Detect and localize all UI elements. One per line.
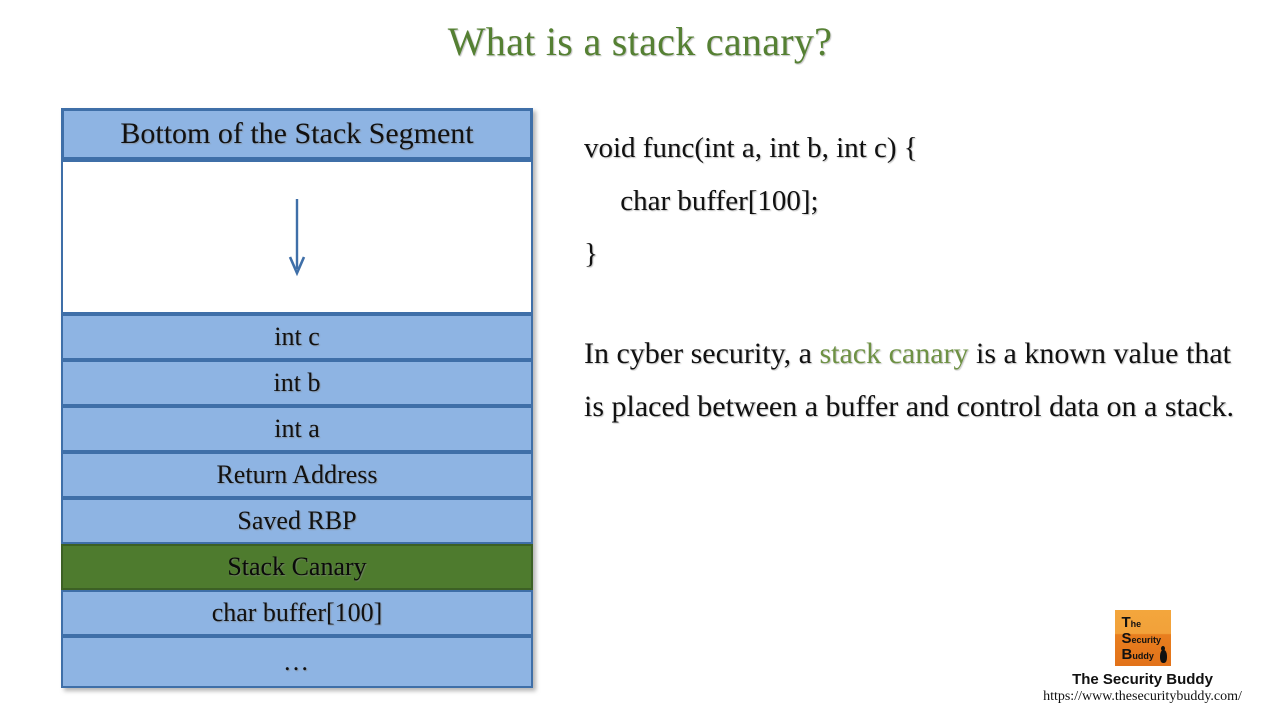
stack-row-label: Stack Canary: [227, 552, 367, 581]
stack-row-ellipsis: …: [61, 636, 533, 688]
code-line-3: }: [584, 238, 598, 270]
logo-rest-ecurity: ecurity: [1131, 635, 1162, 645]
stack-row-saved-rbp: Saved RBP: [61, 498, 533, 544]
stack-row-label: …: [283, 647, 311, 676]
description-paragraph: In cyber security, a stack canary is a k…: [584, 327, 1256, 433]
code-sample: void func(int a, int b, int c) { char bu…: [584, 122, 1244, 281]
code-line-1: void func(int a, int b, int c) {: [584, 132, 918, 164]
stack-row-label: char buffer[100]: [211, 598, 383, 627]
page-title: What is a stack canary?: [447, 19, 833, 64]
stack-row-label: int c: [274, 322, 320, 351]
logo-line-buddy: Buddy: [1122, 646, 1154, 664]
code-line-2: char buffer[100];: [584, 185, 819, 217]
stack-row-header: Bottom of the Stack Segment: [61, 108, 533, 160]
stack-layout-diagram: Bottom of the Stack Segment int c int b …: [61, 108, 533, 688]
stack-row-empty-space: [61, 160, 533, 314]
bird-icon: [1159, 646, 1167, 663]
brand-url[interactable]: https://www.thesecuritybuddy.com/: [1043, 689, 1242, 704]
stack-row-return-address: Return Address: [61, 452, 533, 498]
down-arrow-icon: [288, 199, 306, 277]
logo-rest-uddy: uddy: [1132, 651, 1154, 661]
description-text-before: In cyber security, a: [584, 337, 820, 370]
logo-rest-he: he: [1130, 619, 1142, 629]
stack-row-stack-canary: Stack Canary: [61, 544, 533, 590]
the-security-buddy-logo-icon: The Security Buddy: [1114, 610, 1171, 666]
stack-row-int-b: int b: [61, 360, 533, 406]
brand-footer: The Security Buddy The Security Buddy ht…: [1015, 610, 1270, 705]
description-highlight-term: stack canary: [819, 337, 969, 370]
logo-line-security: Security: [1122, 630, 1162, 648]
brand-name: The Security Buddy: [1072, 671, 1213, 688]
stack-row-label: Bottom of the Stack Segment: [120, 117, 474, 150]
stack-row-char-buffer: char buffer[100]: [61, 590, 533, 636]
stack-row-label: Saved RBP: [237, 506, 357, 535]
logo-cap-t: T: [1121, 614, 1131, 631]
stack-row-label: int a: [274, 414, 320, 443]
stack-row-label: Return Address: [216, 460, 378, 489]
stack-row-int-a: int a: [61, 406, 533, 452]
logo-line-the: The: [1122, 614, 1142, 632]
description-text-after: is a known value that is placed between …: [584, 337, 1235, 423]
stack-row-label: int b: [273, 368, 321, 397]
logo-cap-s: S: [1121, 630, 1132, 647]
stack-row-int-c: int c: [61, 314, 533, 360]
logo-cap-b: B: [1121, 646, 1133, 663]
